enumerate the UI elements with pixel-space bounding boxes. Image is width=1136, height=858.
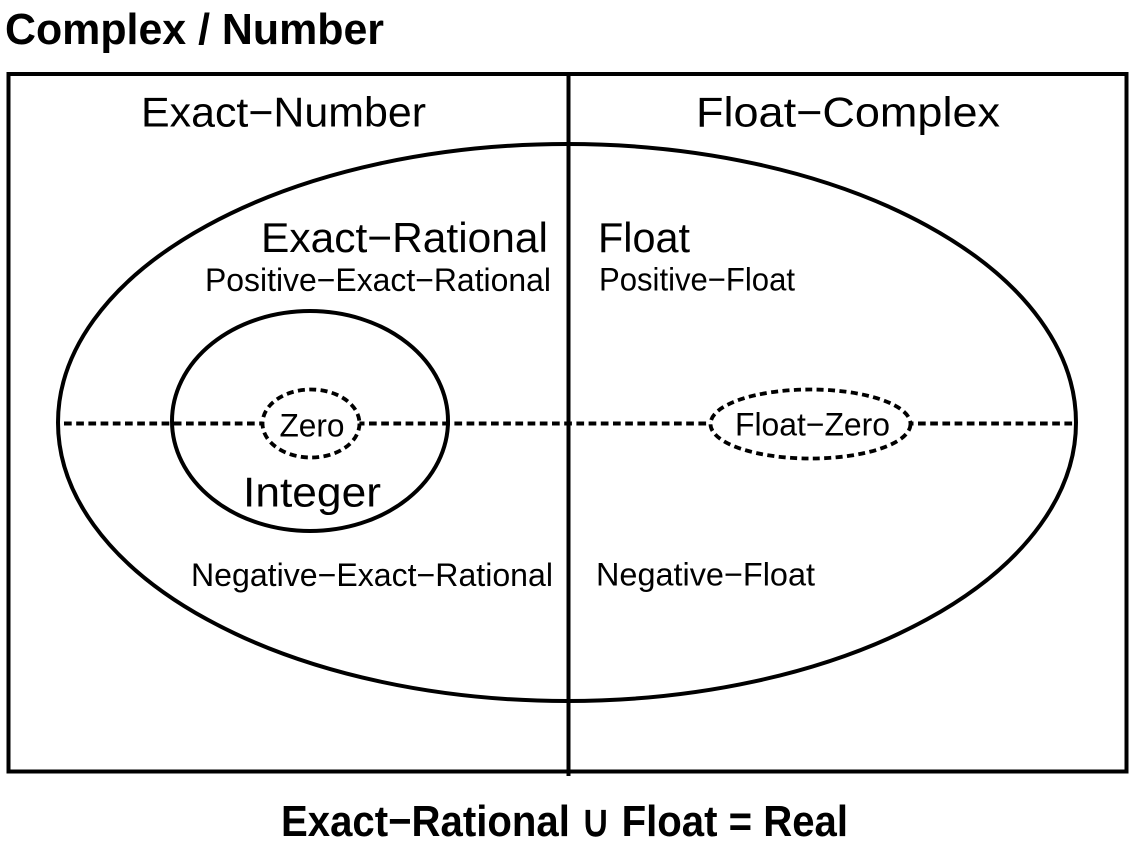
svg-text:Positive−Float: Positive−Float bbox=[599, 262, 795, 298]
svg-text:Positive−Exact−Rational: Positive−Exact−Rational bbox=[205, 262, 551, 298]
svg-text:Complex / Number: Complex / Number bbox=[5, 6, 384, 54]
svg-text:Float−Zero: Float−Zero bbox=[735, 407, 890, 443]
svg-text:Integer: Integer bbox=[243, 468, 381, 515]
svg-text:Negative−Exact−Rational: Negative−Exact−Rational bbox=[191, 557, 553, 593]
svg-text:Exact−Number: Exact−Number bbox=[141, 89, 426, 136]
svg-text:Float: Float bbox=[598, 214, 690, 261]
svg-text:Float−Complex: Float−Complex bbox=[696, 89, 1000, 136]
svg-text:Negative−Float: Negative−Float bbox=[596, 557, 815, 593]
svg-text:Exact−Rational ∪ Float = Real: Exact−Rational ∪ Float = Real bbox=[281, 797, 848, 846]
svg-text:Exact−Rational: Exact−Rational bbox=[261, 214, 548, 261]
svg-text:Zero: Zero bbox=[280, 408, 345, 444]
